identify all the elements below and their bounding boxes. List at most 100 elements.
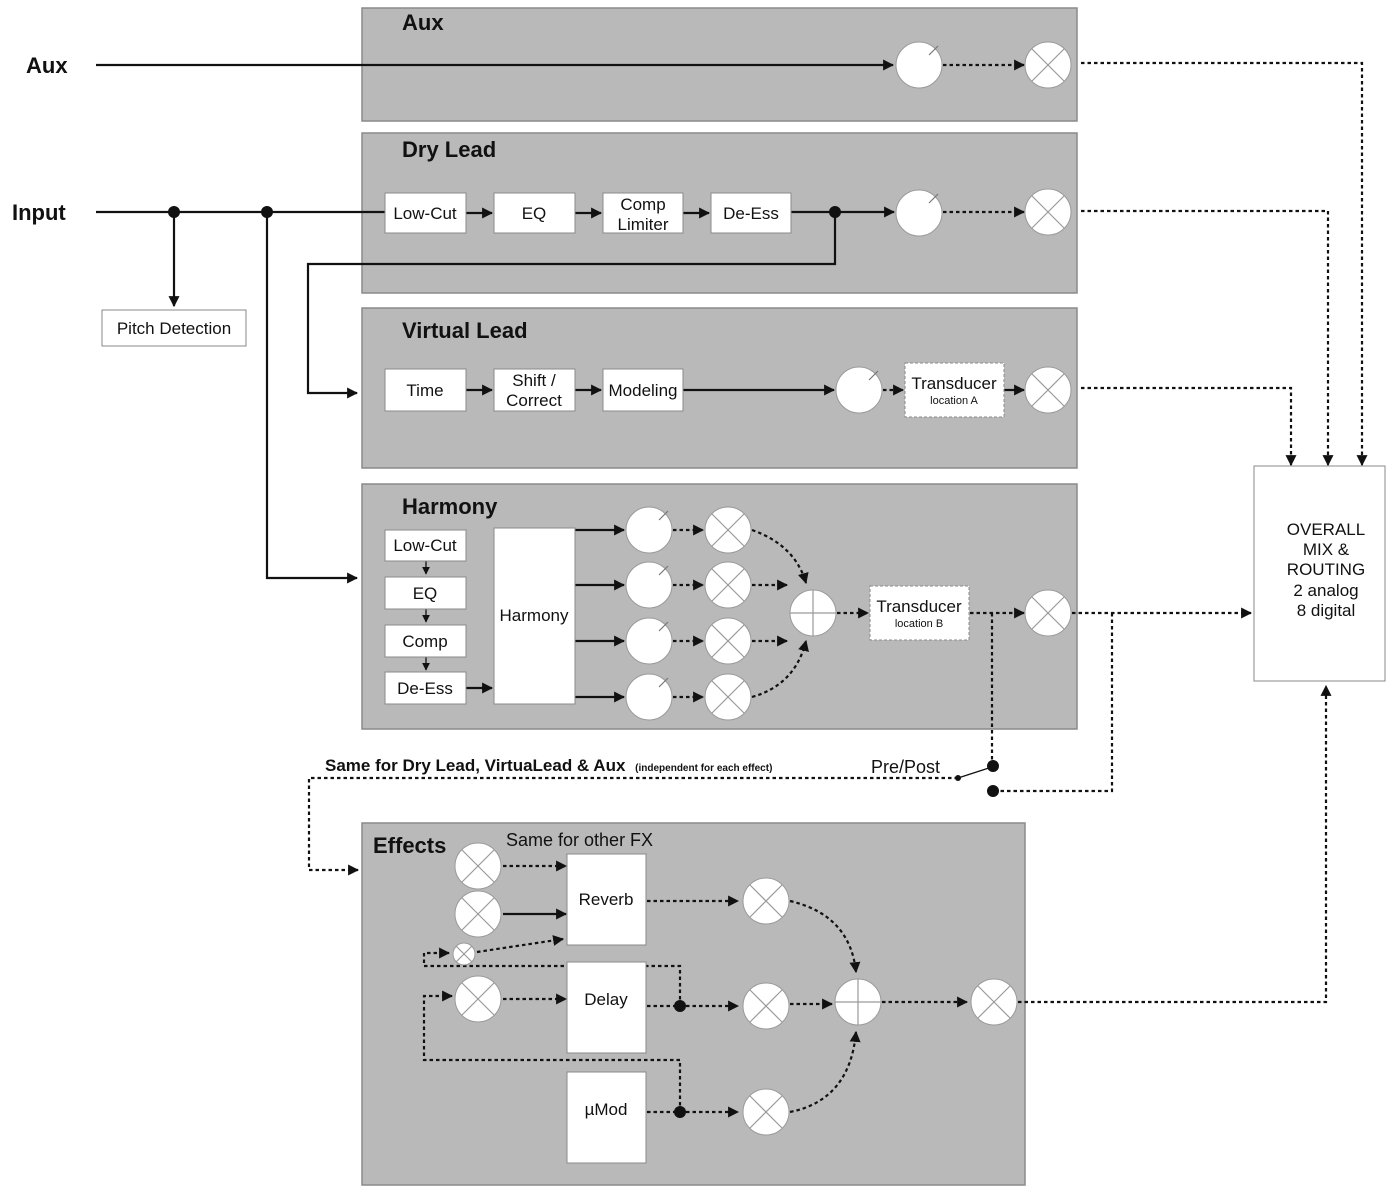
h-eq-label: EQ — [413, 584, 438, 603]
output-line-1: OVERALL — [1287, 520, 1365, 539]
harmony-generator-box — [493, 527, 576, 705]
dry-comp-label: Comp — [620, 195, 665, 214]
fx-feedback-to-reverb-wire — [476, 935, 565, 954]
junction-dot — [261, 206, 273, 218]
effects-panel-title: Effects — [373, 833, 446, 858]
umod-mute-to-sum-wire — [789, 1030, 861, 1114]
reverb-box — [566, 853, 647, 946]
harmony-level-knob-4[interactable] — [625, 673, 673, 721]
same-for-note: Same for Dry Lead, VirtuaLead & Aux (ind… — [325, 756, 772, 775]
vl-shift-correct-box — [493, 368, 576, 412]
harmony-mute-icon-4[interactable] — [704, 673, 752, 721]
dry-comp-limiter-box — [602, 192, 684, 234]
junction-dot — [168, 206, 180, 218]
junction-dot — [674, 1000, 686, 1012]
output-line-3: ROUTING — [1287, 560, 1365, 579]
umod-box — [566, 1071, 647, 1164]
aux-mute-icon[interactable] — [1024, 41, 1072, 89]
transducer-a-box — [904, 362, 1005, 418]
vl-time-box — [384, 368, 467, 412]
harmony-panel-title: Harmony — [402, 494, 498, 519]
effects-summer-icon — [834, 978, 882, 1026]
pre-post-label: Pre/Post — [871, 757, 940, 777]
dry-to-virtual-lead-wire — [306, 212, 837, 399]
virtual-lead-panel-title: Virtual Lead — [402, 318, 528, 343]
vl-correct-label: Correct — [506, 391, 562, 410]
h-eq-box — [384, 576, 467, 610]
h-comp-box — [384, 624, 467, 658]
vl-time-label: Time — [406, 381, 443, 400]
delay-return-mute-icon[interactable] — [742, 982, 790, 1030]
junction-dot — [674, 1106, 686, 1118]
h-mute-to-sum-wire-4 — [751, 639, 809, 699]
umod-feedback-loop-wire — [422, 990, 682, 1112]
dry-level-knob[interactable] — [895, 189, 943, 237]
dry-eq-box — [493, 192, 576, 234]
dry-low-cut-label: Low-Cut — [393, 204, 457, 223]
same-for-other-fx-note: Same for other FX — [506, 830, 653, 850]
harmony-master-mute-icon[interactable] — [1024, 589, 1072, 637]
h-mute-to-sum-wire-1 — [751, 528, 809, 585]
vl-mute-icon[interactable] — [1024, 366, 1072, 414]
harmony-mute-icon-3[interactable] — [704, 617, 752, 665]
vl-modeling-box — [602, 368, 684, 412]
harmony-level-knob-3[interactable] — [625, 617, 673, 665]
delay-feedback-loop-wire — [422, 947, 682, 1006]
dry-de-ess-box — [710, 192, 792, 234]
reverb-label: Reverb — [579, 890, 634, 909]
reverb-mute-to-sum-wire — [789, 899, 861, 974]
output-line-2: MIX & — [1303, 540, 1350, 559]
harmony-summer-icon — [789, 589, 837, 637]
umod-label: µMod — [585, 1100, 628, 1119]
aux-to-output-wire — [1081, 61, 1368, 467]
switch-pivot — [955, 775, 961, 781]
transducer-a-sublabel: location A — [930, 395, 978, 407]
aux-panel-title: Aux — [402, 10, 444, 35]
pre-post-switch — [957, 766, 993, 779]
pitch-detection-box — [101, 309, 247, 347]
delay-box — [566, 961, 647, 1054]
dry-limiter-label: Limiter — [617, 215, 668, 234]
dry-to-output-wire — [1081, 209, 1334, 467]
effects-master-mute-icon[interactable] — [970, 978, 1018, 1026]
fx-send-mute-icon-1[interactable] — [454, 842, 502, 890]
pitch-detection-label: Pitch Detection — [117, 319, 231, 338]
overall-mix-routing-box — [1253, 465, 1386, 682]
fx-feedback-mute-icon-small[interactable] — [452, 942, 476, 966]
vl-modeling-label: Modeling — [609, 381, 678, 400]
junction-dot — [829, 206, 841, 218]
output-line-5: 8 digital — [1297, 601, 1356, 620]
h-comp-label: Comp — [402, 632, 447, 651]
fx-send-mute-icon-3[interactable] — [454, 975, 502, 1023]
harmony-generator-label: Harmony — [500, 606, 569, 625]
transducer-a-label: Transducer — [911, 374, 997, 393]
h-low-cut-box — [384, 529, 467, 562]
dry-eq-label: EQ — [522, 204, 547, 223]
output-line-4: 2 analog — [1293, 581, 1358, 600]
post-switch-contact — [987, 785, 999, 797]
harmony-level-knob-2[interactable] — [625, 561, 673, 609]
harmony-mute-icon-1[interactable] — [704, 506, 752, 554]
transducer-b-box — [869, 585, 970, 641]
vl-to-output-wire — [1081, 386, 1297, 467]
aux-level-knob[interactable] — [895, 41, 943, 89]
input-to-harmony-wire — [265, 212, 359, 584]
input-label: Input — [12, 200, 66, 225]
fx-send-mute-icon-2[interactable] — [454, 890, 502, 938]
dry-de-ess-label: De-Ess — [723, 204, 779, 223]
delay-label: Delay — [584, 990, 628, 1009]
harmony-level-knob-1[interactable] — [625, 506, 673, 554]
transducer-b-label: Transducer — [876, 597, 962, 616]
vl-level-knob[interactable] — [835, 366, 883, 414]
reverb-return-mute-icon[interactable] — [742, 877, 790, 925]
vl-shift-label: Shift / — [512, 371, 556, 390]
harmony-mute-icon-2[interactable] — [704, 561, 752, 609]
post-tap-wire — [994, 613, 1114, 793]
h-low-cut-label: Low-Cut — [393, 536, 457, 555]
umod-return-mute-icon[interactable] — [742, 1088, 790, 1136]
h-de-ess-box — [384, 671, 467, 705]
h-de-ess-label: De-Ess — [397, 679, 453, 698]
dry-mute-icon[interactable] — [1024, 188, 1072, 236]
effects-to-output-wire — [1018, 684, 1332, 1004]
